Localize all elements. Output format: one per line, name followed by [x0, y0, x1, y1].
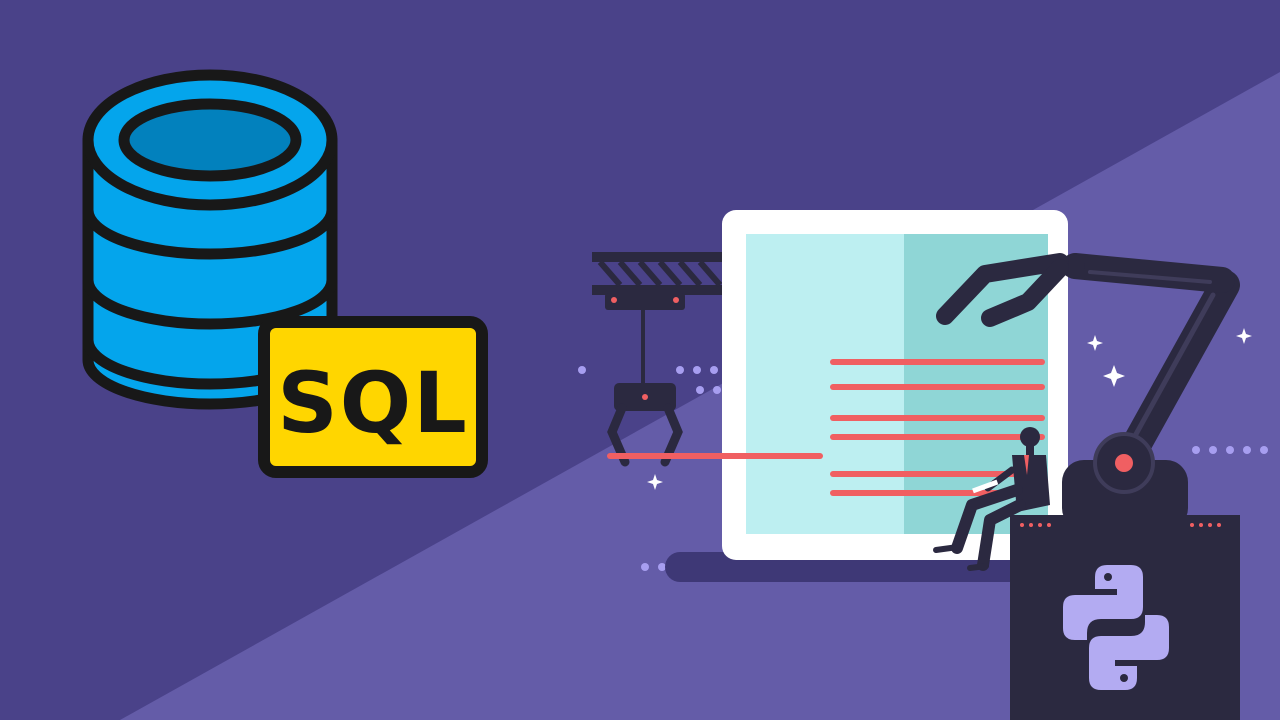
robot-arm-icon: [936, 253, 1240, 530]
person-with-laptop-icon: [933, 427, 1050, 571]
sql-badge-text: SQL: [277, 354, 468, 452]
sql-badge: SQL: [258, 316, 488, 478]
sparkle-icon: [647, 328, 1252, 490]
python-logo-icon: [1063, 565, 1169, 690]
crane-icon: [592, 252, 723, 467]
python-box: [1010, 515, 1240, 720]
